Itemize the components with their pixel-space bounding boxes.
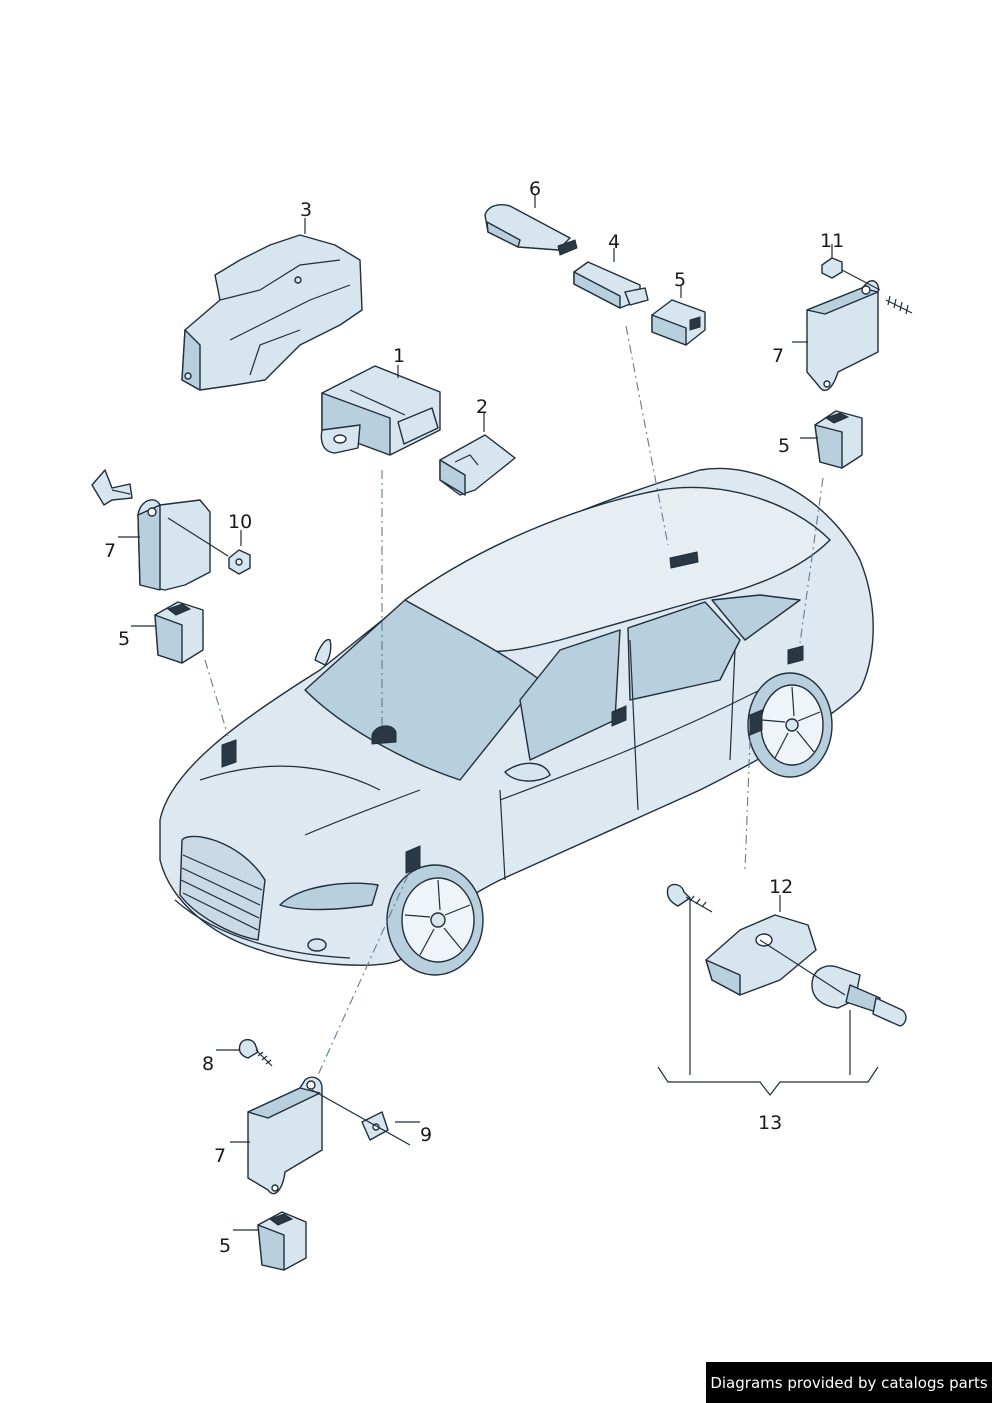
callout-7-left: 7 <box>104 540 117 562</box>
part-1-control-unit <box>320 365 441 456</box>
callout-1: 1 <box>393 345 406 367</box>
part-6-antenna <box>484 204 578 256</box>
part-4-receiver <box>573 261 649 309</box>
callout-13: 13 <box>758 1112 783 1134</box>
callout-5-left: 5 <box>118 628 131 650</box>
callout-4: 4 <box>608 231 621 253</box>
part-2-holder <box>439 434 516 496</box>
credit-banner: Diagrams provided by catalogs parts <box>706 1362 992 1403</box>
callout-9: 9 <box>420 1124 433 1146</box>
callout-5-top: 5 <box>674 269 687 291</box>
part-5-connector-top <box>651 299 706 346</box>
right-sensor-group <box>806 257 913 469</box>
callout-7-right: 7 <box>772 345 785 367</box>
callout-5-right: 5 <box>778 435 791 457</box>
callout-7-bottom: 7 <box>214 1145 227 1167</box>
left-sensor-group <box>91 469 251 664</box>
leader-lines <box>118 195 881 1231</box>
callout-8: 8 <box>202 1053 215 1075</box>
callout-12: 12 <box>769 876 794 898</box>
car-illustration <box>159 467 874 976</box>
callout-3: 3 <box>300 199 313 221</box>
callout-2: 2 <box>476 396 489 418</box>
part-3-bracket <box>181 234 363 391</box>
bottom-sensor-group <box>238 1038 389 1271</box>
callout-6: 6 <box>529 178 542 200</box>
rear-wheel <box>747 672 833 778</box>
callout-10: 10 <box>228 511 253 533</box>
front-wheel <box>386 864 484 976</box>
part-12-tire-pressure-sensor <box>666 883 907 1027</box>
callout-5-bottom: 5 <box>219 1235 232 1257</box>
callout-11: 11 <box>820 230 845 252</box>
